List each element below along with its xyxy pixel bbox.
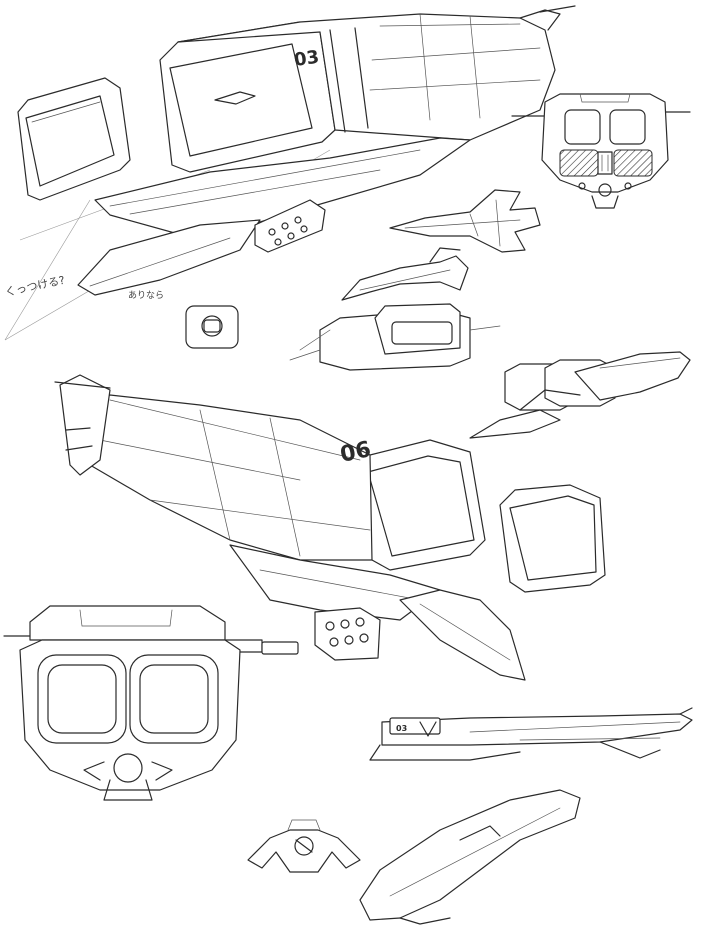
hull-detail-sketch <box>289 303 501 371</box>
note-nose: ありなら <box>128 290 164 301</box>
hull-number-03: 03 <box>293 47 321 71</box>
craft-sketch-side-small <box>341 247 469 301</box>
note-attach: くっつける? <box>4 274 66 299</box>
detail-sketch-square <box>185 305 239 349</box>
side-hull-number-03: 03 <box>396 724 407 733</box>
hull-number-06: 06 <box>338 437 373 468</box>
craft-sketch-bottom <box>359 789 581 925</box>
front-view-sketch-small <box>511 93 691 209</box>
ship-sketch-mid-right <box>469 351 691 439</box>
side-view-sketch: 03 <box>369 707 693 761</box>
fighter-sketch-top <box>389 189 541 253</box>
ship-sketch-06-perspective: 06 <box>54 374 606 681</box>
drone-sketch-front <box>247 819 361 873</box>
ship-sketch-03-perspective: 03 くっつける? ありなら <box>4 5 576 341</box>
front-view-sketch-large <box>3 605 299 801</box>
